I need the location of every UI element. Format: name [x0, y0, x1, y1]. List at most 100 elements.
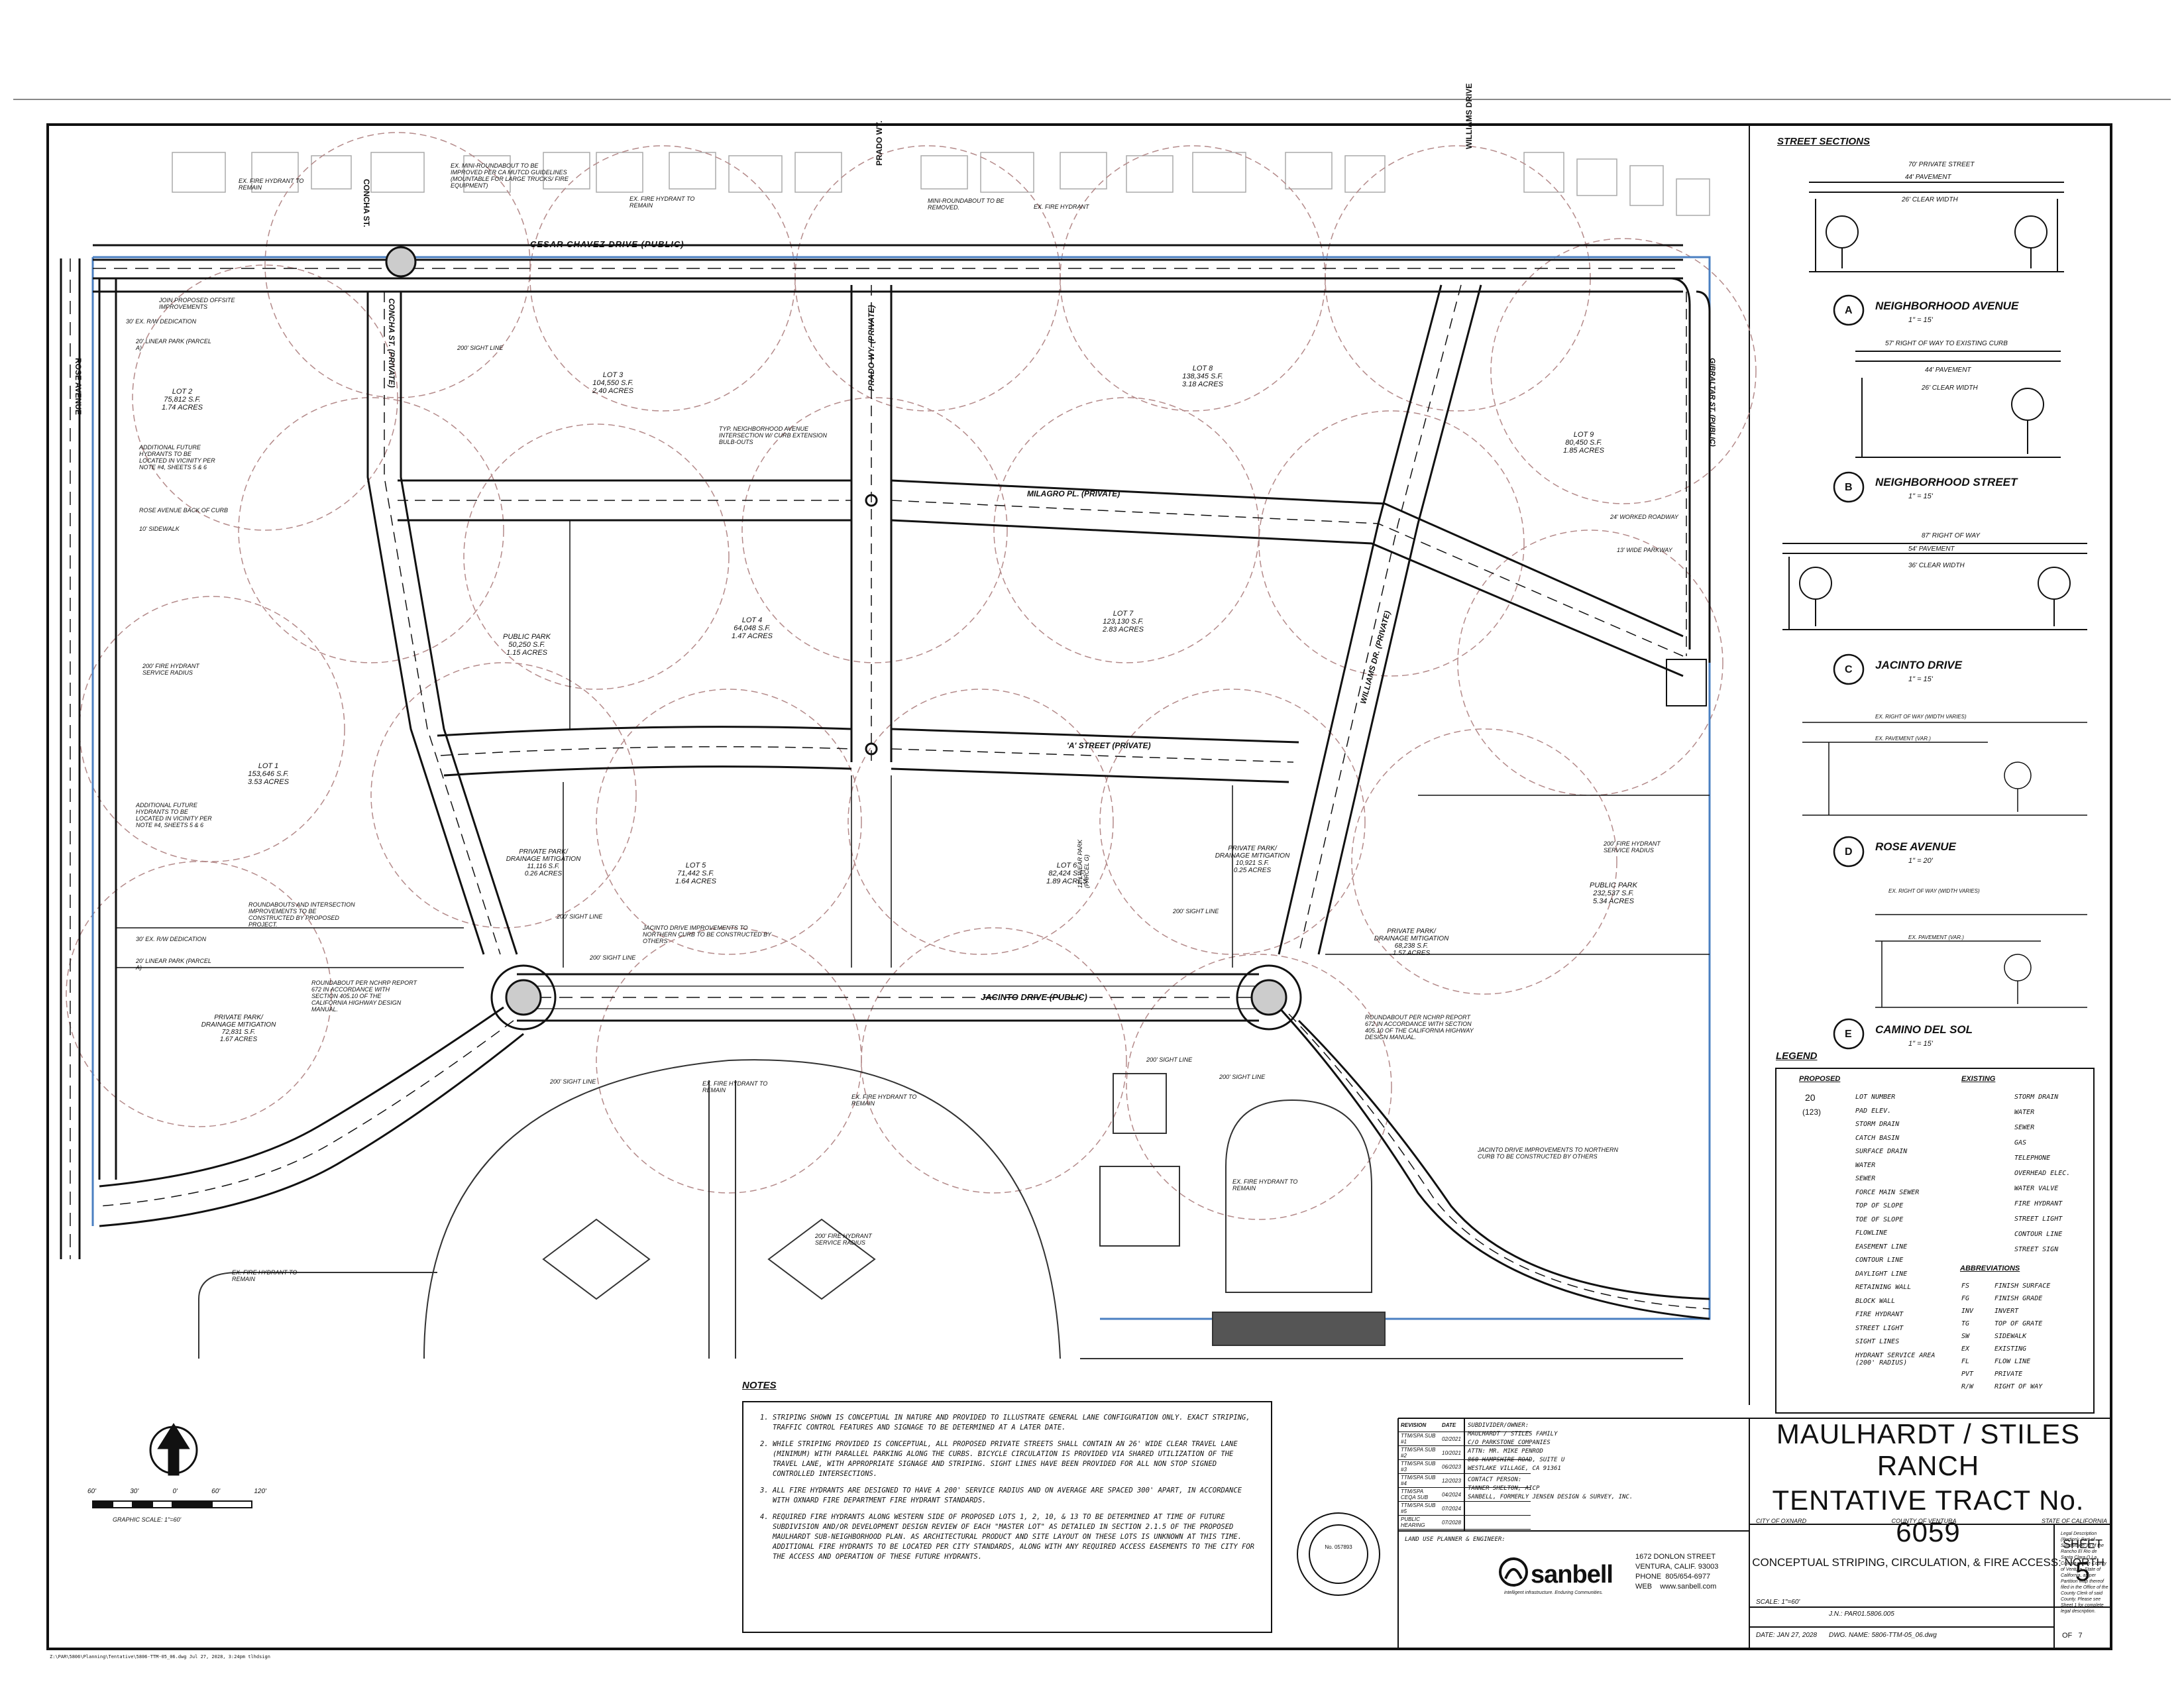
- legend-existing-item: SEWER: [2014, 1124, 2035, 1131]
- legend-existing-item: WATER: [2014, 1109, 2035, 1116]
- callout-mini-roundabout-improve: EX. MINI-ROUNDABOUT TO BE IMPROVED PER C…: [451, 162, 569, 189]
- section-c-letter: C: [1845, 664, 1853, 675]
- concha-private-label: CONCHA ST. (PRIVATE): [387, 298, 396, 388]
- engineer-stamp: [1297, 1512, 1380, 1596]
- section-a-row: 70' PRIVATE STREET: [1908, 161, 1975, 168]
- owner-line: C/O PARKSTONE COMPANIES: [1468, 1439, 1551, 1446]
- legend-existing-item: FIRE HYDRANT: [2014, 1200, 2063, 1208]
- note-item: REQUIRED FIRE HYDRANTS ALONG WESTERN SID…: [773, 1512, 1256, 1562]
- callout-linear-park-12: 12' LINEAR PARK (PARCEL G): [1077, 839, 1090, 888]
- callout-join-offsite: JOIN PROPOSED OFFSITE IMPROVEMENTS: [159, 297, 235, 310]
- existing-buildings: [172, 152, 1710, 216]
- contact-line: SANBELL, FORMERLY JENSEN DESIGN & SURVEY…: [1468, 1494, 1633, 1500]
- section-a-clear: 26' CLEAR WIDTH: [1902, 196, 1958, 203]
- callout-linear-park-1: 20' LINEAR PARK (PARCEL A): [136, 338, 211, 351]
- legend-proposed-item: PAD ELEV.: [1855, 1107, 1892, 1115]
- section-e-letter: E: [1845, 1029, 1852, 1040]
- abbreviations-heading: ABBREVIATIONS: [1960, 1264, 2020, 1272]
- section-b-drawing: [1855, 351, 2061, 458]
- legend-proposed-item: SEWER: [1855, 1175, 1876, 1182]
- graphic-scale-bar: [92, 1500, 252, 1508]
- sanbell-logo-icon: [1499, 1557, 1528, 1587]
- legend-proposed-item: TOP OF SLOPE: [1855, 1202, 1904, 1209]
- section-d-letter: D: [1845, 846, 1853, 858]
- section-e-row: EX. RIGHT OF WAY (WIDTH VARIES): [1888, 888, 1980, 894]
- cesar-chavez-label: CESAR CHAVEZ DRIVE (PUBLIC): [530, 239, 684, 249]
- legend-proposed-label: PROPOSED: [1799, 1075, 1841, 1083]
- legend-proposed-item: HYDRANT SERVICE AREA (200' RADIUS): [1855, 1351, 1936, 1367]
- rose-avenue: [60, 258, 117, 1259]
- street-section-drawings: [1782, 182, 2087, 1008]
- section-markers: [1833, 294, 1865, 1050]
- notes-list: STRIPING SHOWN IS CONCEPTUAL IN NATURE A…: [758, 1413, 1256, 1562]
- file-path: Z:\PAR\5806\Planning\Tentative\5806-TTM-…: [50, 1654, 270, 1659]
- legend-proposed-item: STORM DRAIN: [1855, 1121, 1900, 1128]
- callout-sight-line-4: 200' SIGHT LINE: [550, 1078, 596, 1085]
- callout-additional-hydrants-1: ADDITIONAL FUTURE HYDRANTS TO BE LOCATED…: [139, 444, 215, 471]
- a-street-label: 'A' STREET (PRIVATE): [1067, 741, 1151, 750]
- legend-proposed-item: BLOCK WALL: [1855, 1297, 1896, 1305]
- graphic-scale-ticks: 60'30'0'60'120': [87, 1488, 266, 1495]
- section-a-letter: A: [1845, 305, 1853, 316]
- section-b-letter: B: [1845, 482, 1853, 493]
- legend-lot-number-sample: 20: [1805, 1092, 1816, 1103]
- callout-service-radius-1: 200' FIRE HYDRANT SERVICE RADIUS: [142, 663, 199, 676]
- section-c-name: JACINTO DRIVE: [1875, 659, 1962, 671]
- callout-hydrant-remain-2: EX. FIRE HYDRANT TO REMAIN: [629, 196, 695, 209]
- callout-roundabouts-note: ROUNDABOUTS AND INTERSECTION IMPROVEMENT…: [248, 901, 355, 928]
- callout-hydrant-remain-3: EX. FIRE HYDRANT TO REMAIN: [702, 1080, 768, 1094]
- legend-existing-item: OVERHEAD ELEC.: [2014, 1170, 2071, 1177]
- jacinto-label: JACINTO DRIVE (PUBLIC): [981, 992, 1087, 1002]
- callout-ex-fire-hydrant: EX. FIRE HYDRANT: [1034, 203, 1089, 210]
- sheet-of: OF 7: [2062, 1632, 2083, 1640]
- legend-existing-item: STREET LIGHT: [2014, 1215, 2063, 1223]
- callout-row-dedication-1: 30' EX. R/W DEDICATION: [126, 318, 197, 325]
- callout-sidewalk: 10' SIDEWALK: [139, 526, 180, 532]
- sheet-border: [46, 123, 2112, 1650]
- callout-service-radius-2: 200' FIRE HYDRANT SERVICE RADIUS: [1604, 840, 1661, 854]
- scale-tick-label: 0': [172, 1488, 178, 1495]
- callout-jacinto-improve-2: JACINTO DRIVE IMPROVEMENTS TO NORTHERN C…: [1478, 1147, 1619, 1160]
- notes-heading: NOTES: [742, 1380, 777, 1391]
- section-a-drawing: [1809, 182, 2064, 272]
- legend-proposed-item: CATCH BASIN: [1855, 1134, 1900, 1142]
- section-e-pavement: EX. PAVEMENT (VAR.): [1908, 934, 1964, 940]
- legend-heading: LEGEND: [1776, 1050, 1818, 1062]
- callout-sight-line-7: 200' SIGHT LINE: [1219, 1074, 1266, 1080]
- title-block-frame: [1397, 1418, 2111, 1649]
- note-item: ALL FIRE HYDRANTS ARE DESIGNED TO HAVE A…: [773, 1486, 1256, 1506]
- title-block: MAULHARDT / STILES RANCH TENTATIVE TRACT…: [1749, 1418, 2107, 1569]
- callout-sight-line-5: 200' SIGHT LINE: [1173, 908, 1219, 915]
- legend-proposed-item: TOE OF SLOPE: [1855, 1215, 1904, 1223]
- scale-tick-label: 30': [130, 1488, 139, 1495]
- section-b-row: 57' RIGHT OF WAY TO EXISTING CURB: [1885, 340, 2008, 347]
- section-a-scale: 1" = 15': [1908, 316, 1933, 324]
- section-a-pavement: 44' PAVEMENT: [1905, 174, 1951, 181]
- owner-line: WESTLAKE VILLAGE, CA 91361: [1468, 1465, 1561, 1472]
- scale-tick-label: 120': [254, 1488, 266, 1495]
- legend-existing-item: TELEPHONE: [2014, 1154, 2051, 1162]
- existing-south-area: [198, 1059, 1683, 1359]
- legend-proposed-item: CONTOUR LINE: [1855, 1257, 1904, 1264]
- note-item: STRIPING SHOWN IS CONCEPTUAL IN NATURE A…: [773, 1413, 1256, 1433]
- section-b-scale: 1" = 15': [1908, 492, 1933, 500]
- legend-proposed-item: DAYLIGHT LINE: [1855, 1270, 1908, 1278]
- legend-existing-item: GAS: [2014, 1139, 2027, 1147]
- williams-top-label: WILLIAMS DRIVE: [1464, 83, 1474, 149]
- graphic-scale-label: GRAPHIC SCALE: 1"=60': [113, 1516, 182, 1523]
- legend-existing-item: STREET SIGN: [2014, 1246, 2059, 1253]
